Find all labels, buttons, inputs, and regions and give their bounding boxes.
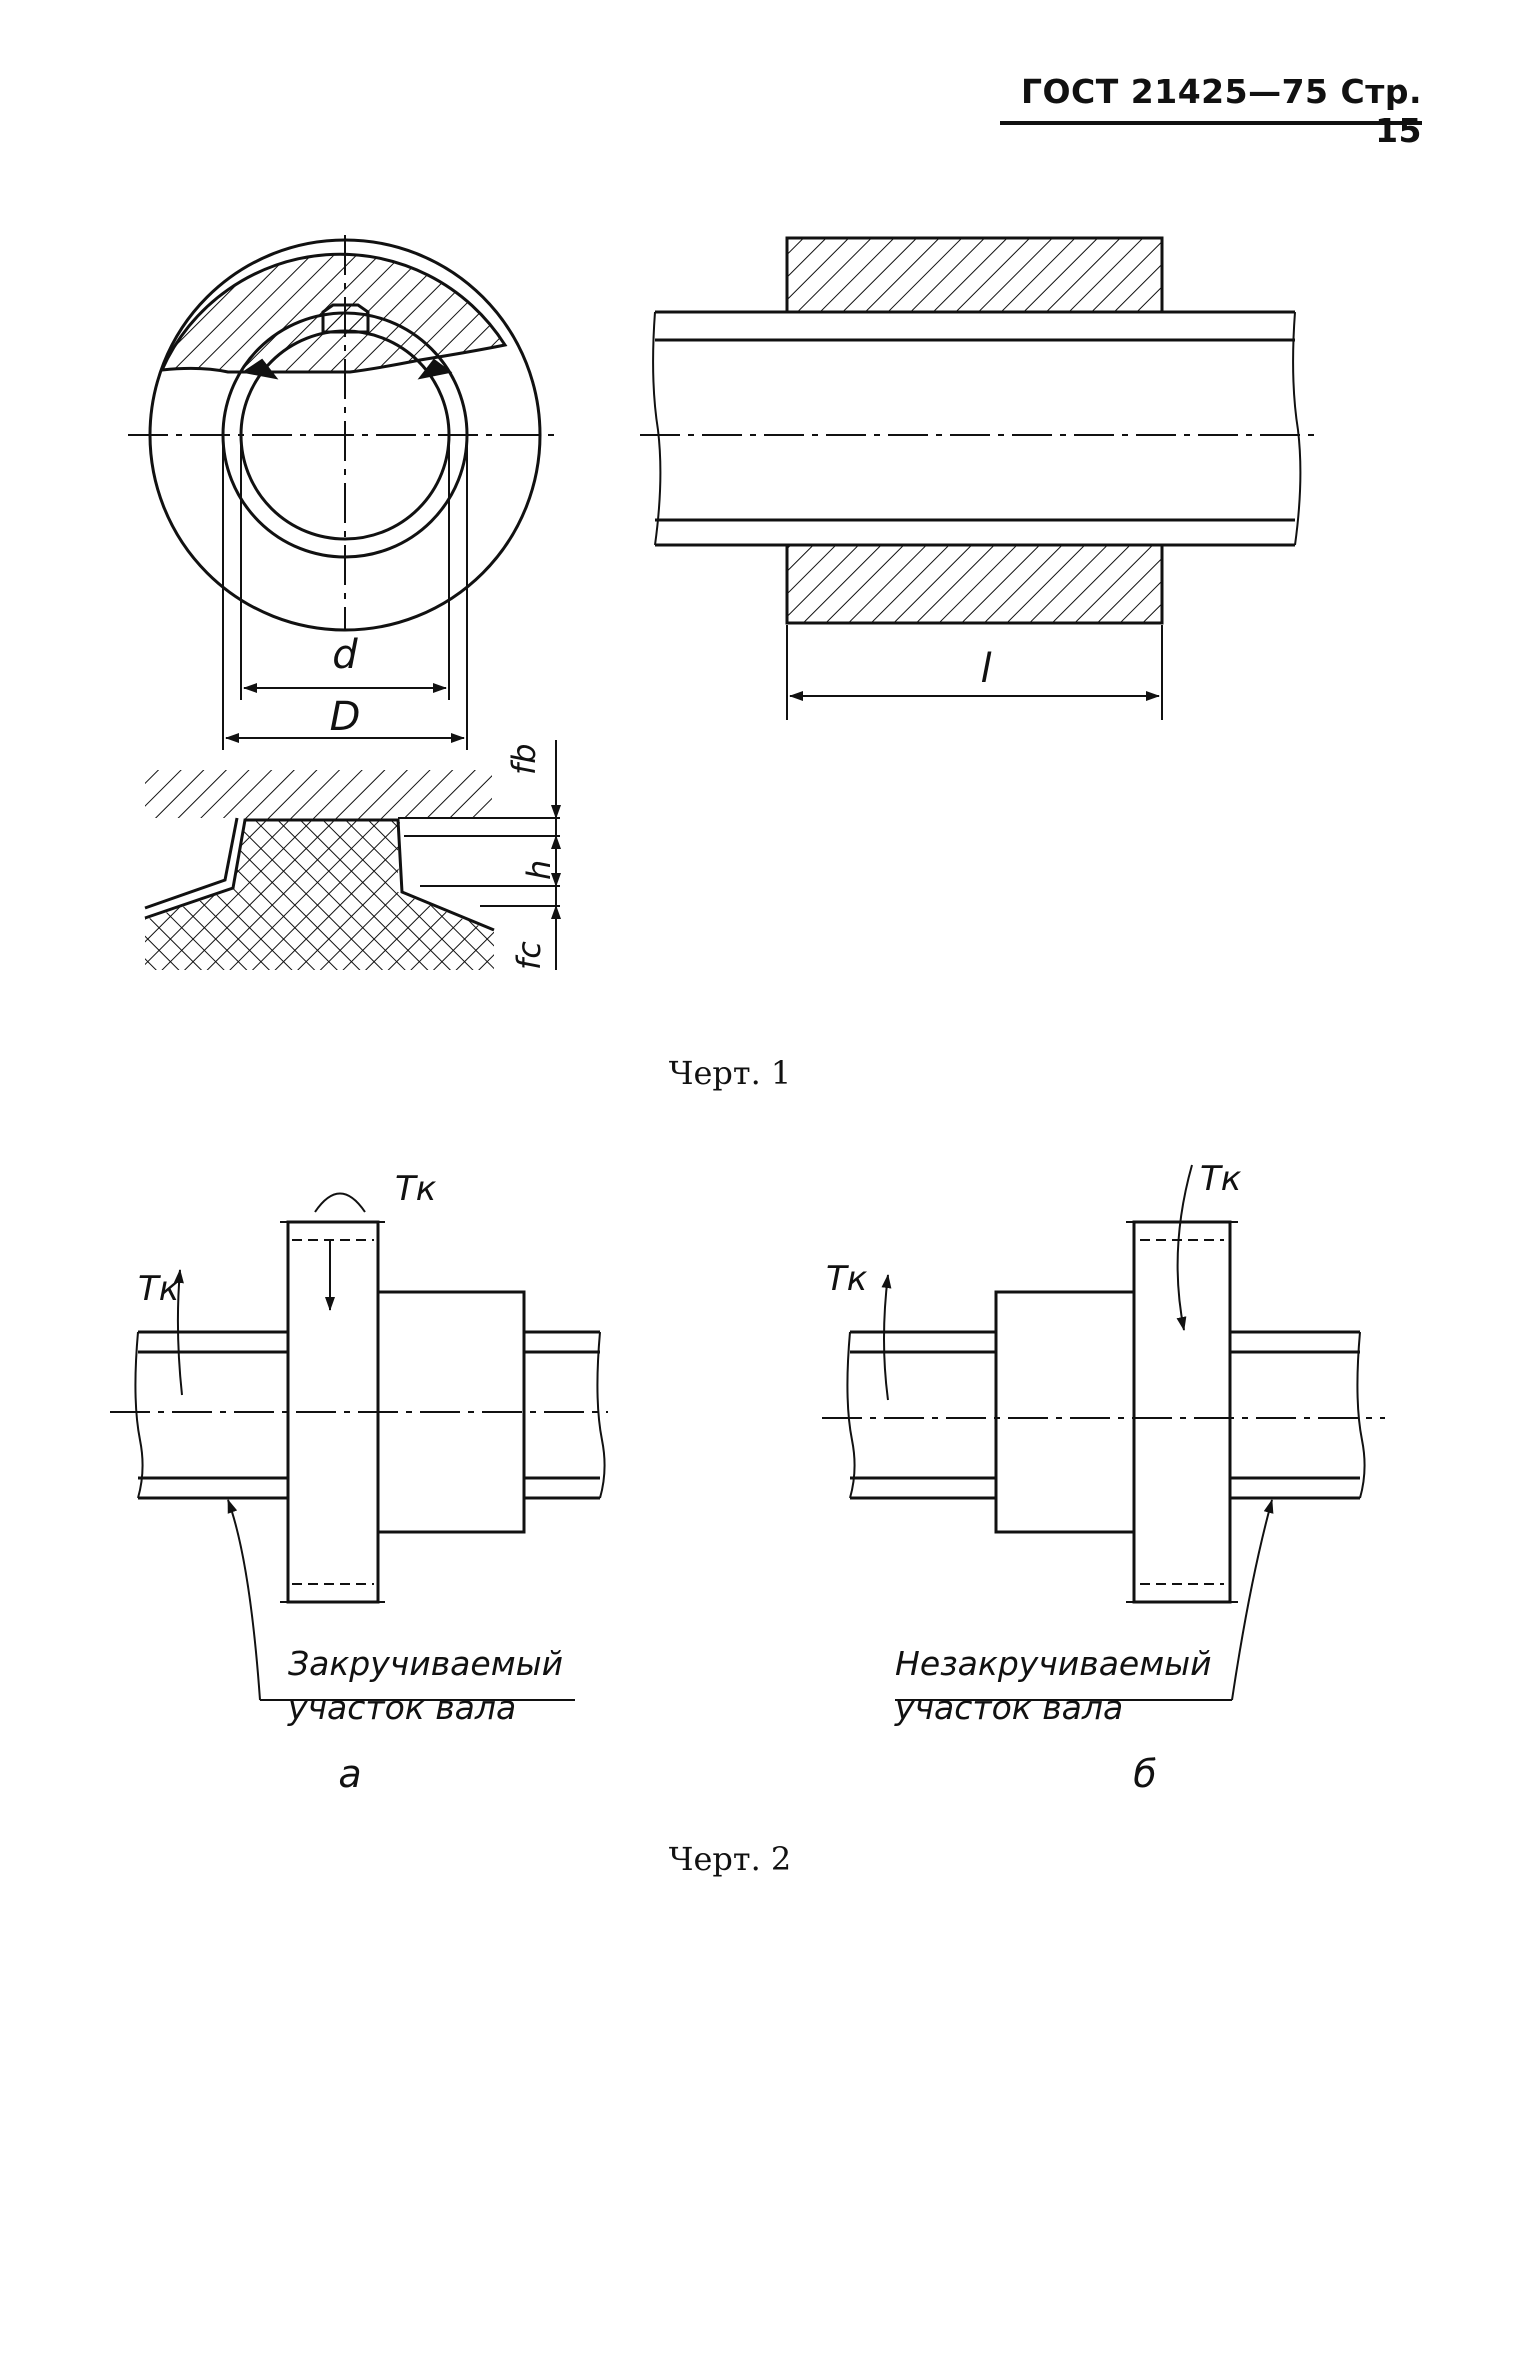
header-rule (1000, 121, 1422, 125)
fig2a-torque-top: Tк (395, 1169, 437, 1209)
fig2a-note: Закручиваемый участок вала (288, 1642, 563, 1730)
dim-label-h: h (520, 860, 558, 880)
fig2a-torque-left: Tк (138, 1269, 180, 1309)
dim-label-l: l (980, 646, 991, 692)
dim-label-fc: fc (510, 941, 548, 970)
fig2b-torque-left: Tк (826, 1259, 868, 1299)
fig2a-letter: а (338, 1752, 362, 1796)
dim-label-fb: fb (505, 743, 543, 775)
fig1-side-view (652, 236, 1302, 625)
fig2a-assembly (134, 1192, 606, 1701)
dim-label-D: D (330, 694, 361, 740)
fig1-tooth-detail (144, 740, 561, 970)
fig1-dimensions (222, 440, 1163, 750)
fig2b-torque-top: Tк (1200, 1159, 1242, 1199)
dim-label-d: d (332, 632, 358, 678)
figure1-caption: Черт. 1 (668, 1054, 792, 1092)
fig2b-note-line2: участок вала (895, 1688, 1124, 1727)
figure2-caption: Черт. 2 (668, 1840, 792, 1878)
fig2b-note: Незакручиваемый участок вала (895, 1642, 1212, 1730)
fig2b-assembly (846, 1164, 1366, 1701)
fig2b-note-line1: Незакручиваемый (895, 1644, 1212, 1683)
fig1-centerlines (110, 235, 1385, 1419)
fig2a-note-line2: участок вала (288, 1688, 517, 1727)
fig2b-letter: б (1133, 1752, 1157, 1796)
page-header: ГОСТ 21425—75 Стр. 15 (1020, 72, 1422, 150)
fig2a-note-line1: Закручиваемый (288, 1644, 564, 1683)
